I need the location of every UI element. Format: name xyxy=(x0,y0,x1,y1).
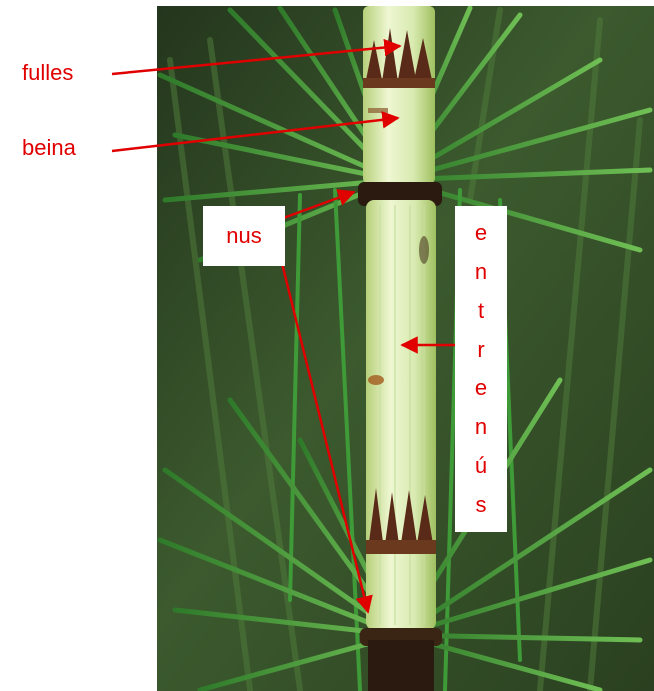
entrenus-letter: ú xyxy=(475,455,487,477)
entrenus-letter: e xyxy=(475,222,487,244)
entrenus-letter: t xyxy=(478,300,484,322)
entrenus-letter: s xyxy=(476,494,487,516)
entrenus-letter: e xyxy=(475,377,487,399)
label-nus: nus xyxy=(203,206,285,266)
label-nus-text: nus xyxy=(226,225,261,247)
upper-stem-segment xyxy=(363,6,435,184)
photo-area xyxy=(157,6,654,691)
entrenus-letter: r xyxy=(477,339,484,361)
label-fulles: fulles xyxy=(22,62,73,84)
internode-segment xyxy=(366,200,436,630)
entrenus-letter: n xyxy=(475,261,487,283)
entrenus-letter: n xyxy=(475,416,487,438)
label-entrenus: e n t r e n ú s xyxy=(455,206,507,532)
label-beina: beina xyxy=(22,137,76,159)
